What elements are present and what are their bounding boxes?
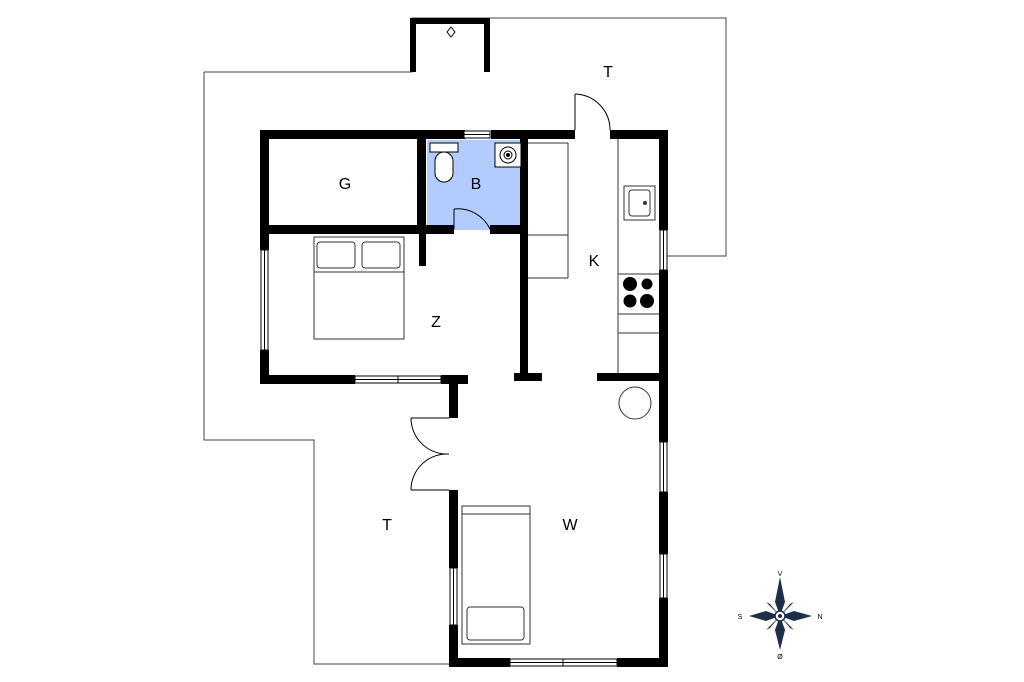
double-bed-icon — [313, 236, 405, 340]
compass-bottom-label: Ø — [777, 654, 783, 661]
compass-left-label: S — [738, 614, 743, 621]
living-label: W — [562, 517, 578, 534]
interior-walls — [260, 139, 659, 381]
sofa-bed-icon — [461, 505, 531, 645]
stove-icon — [623, 277, 654, 308]
kitchen-fittings — [528, 139, 659, 373]
storage-label: G — [339, 176, 351, 193]
kitchen-label: K — [589, 253, 600, 270]
bathroom-label: B — [471, 176, 482, 193]
compass-rose-icon — [749, 577, 812, 650]
compass-right-label: N — [817, 614, 822, 621]
bedroom-label: Z — [431, 314, 441, 331]
terrace-south-label: T — [382, 517, 392, 534]
windows — [260, 130, 668, 667]
chimney — [410, 18, 490, 72]
shower-icon — [494, 142, 522, 168]
terrace-outline — [203, 17, 727, 665]
compass-top-label: V — [778, 571, 783, 578]
toilet-icon — [429, 142, 459, 183]
terrace-north-label: T — [603, 64, 613, 81]
doors — [410, 93, 611, 491]
round-table-icon — [618, 386, 652, 420]
exterior-walls — [260, 130, 668, 667]
